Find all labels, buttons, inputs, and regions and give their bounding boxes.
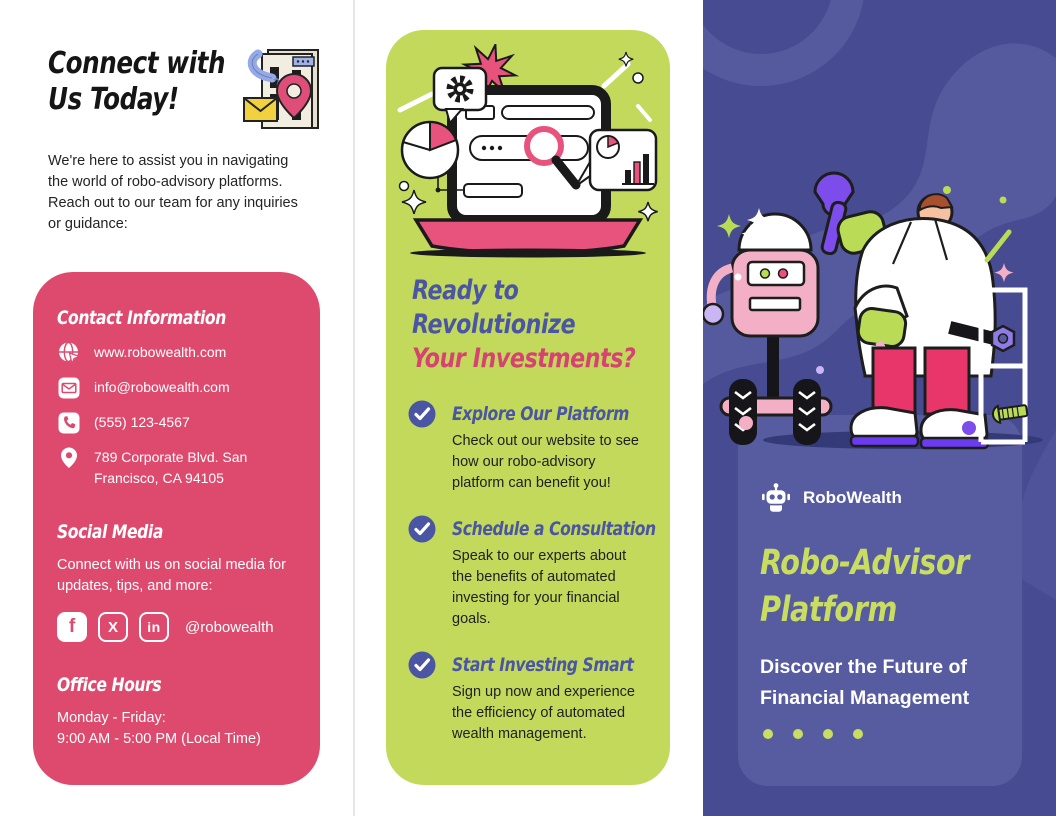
linkedin-icon[interactable]: in [139, 612, 169, 642]
middle-heading-line2: Revolutionize [412, 309, 576, 340]
feature-item: Explore Our Platform Check out our websi… [408, 400, 652, 494]
contact-card: Contact Information www.robowealth.com i… [33, 272, 320, 785]
feature-description: Speak to our experts about the benefits … [452, 548, 627, 627]
brochure-subtitle: Discover the Future of Financial Managem… [760, 652, 969, 714]
feature-item: Schedule a Consultation Speak to our exp… [408, 515, 656, 630]
check-icon [408, 515, 436, 543]
brochure-title-line2: Platform [760, 590, 897, 630]
page-title: Connect with Us Today! [48, 46, 264, 118]
contact-item-address[interactable]: 789 Corporate Blvd. San Francisco, CA 94… [57, 447, 272, 489]
social-heading: Social Media [57, 521, 163, 543]
office-hours-days: Monday - Friday: [57, 710, 166, 726]
brochure-title-line1: Robo-Advisor [760, 543, 970, 583]
envelope-icon [58, 377, 80, 399]
robot-technician-illustration [703, 171, 1043, 450]
laptop-analytics-illustration [397, 44, 658, 258]
feature-item: Start Investing Smart Sign up now and ex… [408, 651, 652, 745]
social-icons-row: f X in @robowealth [57, 612, 274, 642]
website-text: www.robowealth.com [94, 344, 227, 360]
robot-logo-icon [762, 483, 790, 512]
phone-text: (555) 123-4567 [94, 414, 190, 430]
pagination-dots [763, 729, 883, 739]
brand-name: RoboWealth [803, 487, 902, 507]
brochure-subtitle-line1: Discover the Future of [760, 656, 967, 678]
facebook-icon[interactable]: f [57, 612, 87, 642]
middle-heading-line3: Your Investments? [412, 343, 636, 374]
pagination-dot [793, 729, 803, 739]
feature-title: Start Investing Smart [452, 654, 634, 676]
office-hours-time: 9:00 AM - 5:00 PM (Local Time) [57, 731, 261, 747]
social-handle: @robowealth [185, 618, 274, 636]
address-text: 789 Corporate Blvd. San Francisco, CA 94… [94, 449, 248, 486]
right-panel: RoboWealth Robo-Advisor Platform Discove… [703, 0, 1056, 816]
middle-heading-line1: Ready to [412, 275, 519, 306]
feature-list: Explore Our Platform Check out our websi… [408, 400, 656, 766]
contact-item-website[interactable]: www.robowealth.com [57, 341, 227, 365]
feature-title: Schedule a Consultation [452, 518, 656, 540]
social-description: Connect with us on social media for upda… [57, 557, 286, 594]
brand-lockup: RoboWealth [760, 483, 902, 512]
location-pin-icon [61, 447, 77, 468]
title-card [738, 415, 1022, 786]
office-hours-heading: Office Hours [57, 674, 162, 696]
contact-item-phone[interactable]: (555) 123-4567 [57, 412, 190, 435]
globe-icon [59, 341, 81, 365]
panel-fold-divider [353, 0, 355, 816]
brochure-subtitle-line2: Financial Management [760, 687, 970, 709]
feature-description: Sign up now and experience the efficienc… [452, 684, 635, 742]
left-panel: Connect with Us Today! We're here to ass… [0, 0, 353, 816]
pagination-dot [853, 729, 863, 739]
pagination-dot [763, 729, 773, 739]
phone-icon [58, 412, 80, 434]
x-twitter-icon[interactable]: X [98, 612, 128, 642]
check-icon [408, 651, 436, 679]
pagination-dot [823, 729, 833, 739]
contact-document-icon [243, 49, 319, 129]
feature-title: Explore Our Platform [452, 403, 629, 425]
check-icon [408, 400, 436, 428]
middle-heading: Ready to Revolutionize Your Investments? [412, 274, 670, 376]
middle-panel: Ready to Revolutionize Your Investments?… [386, 30, 670, 785]
page-title-line2: Us Today! [48, 82, 179, 117]
feature-description: Check out our website to see how our rob… [452, 433, 639, 491]
contact-heading: Contact Information [57, 307, 226, 329]
intro-text: We're here to assist you in navigating t… [48, 153, 298, 232]
brochure-title: Robo-Advisor Platform [760, 540, 1015, 634]
contact-item-email[interactable]: info@robowealth.com [57, 377, 230, 400]
email-text: info@robowealth.com [94, 379, 230, 395]
page-title-line1: Connect with [48, 46, 226, 81]
